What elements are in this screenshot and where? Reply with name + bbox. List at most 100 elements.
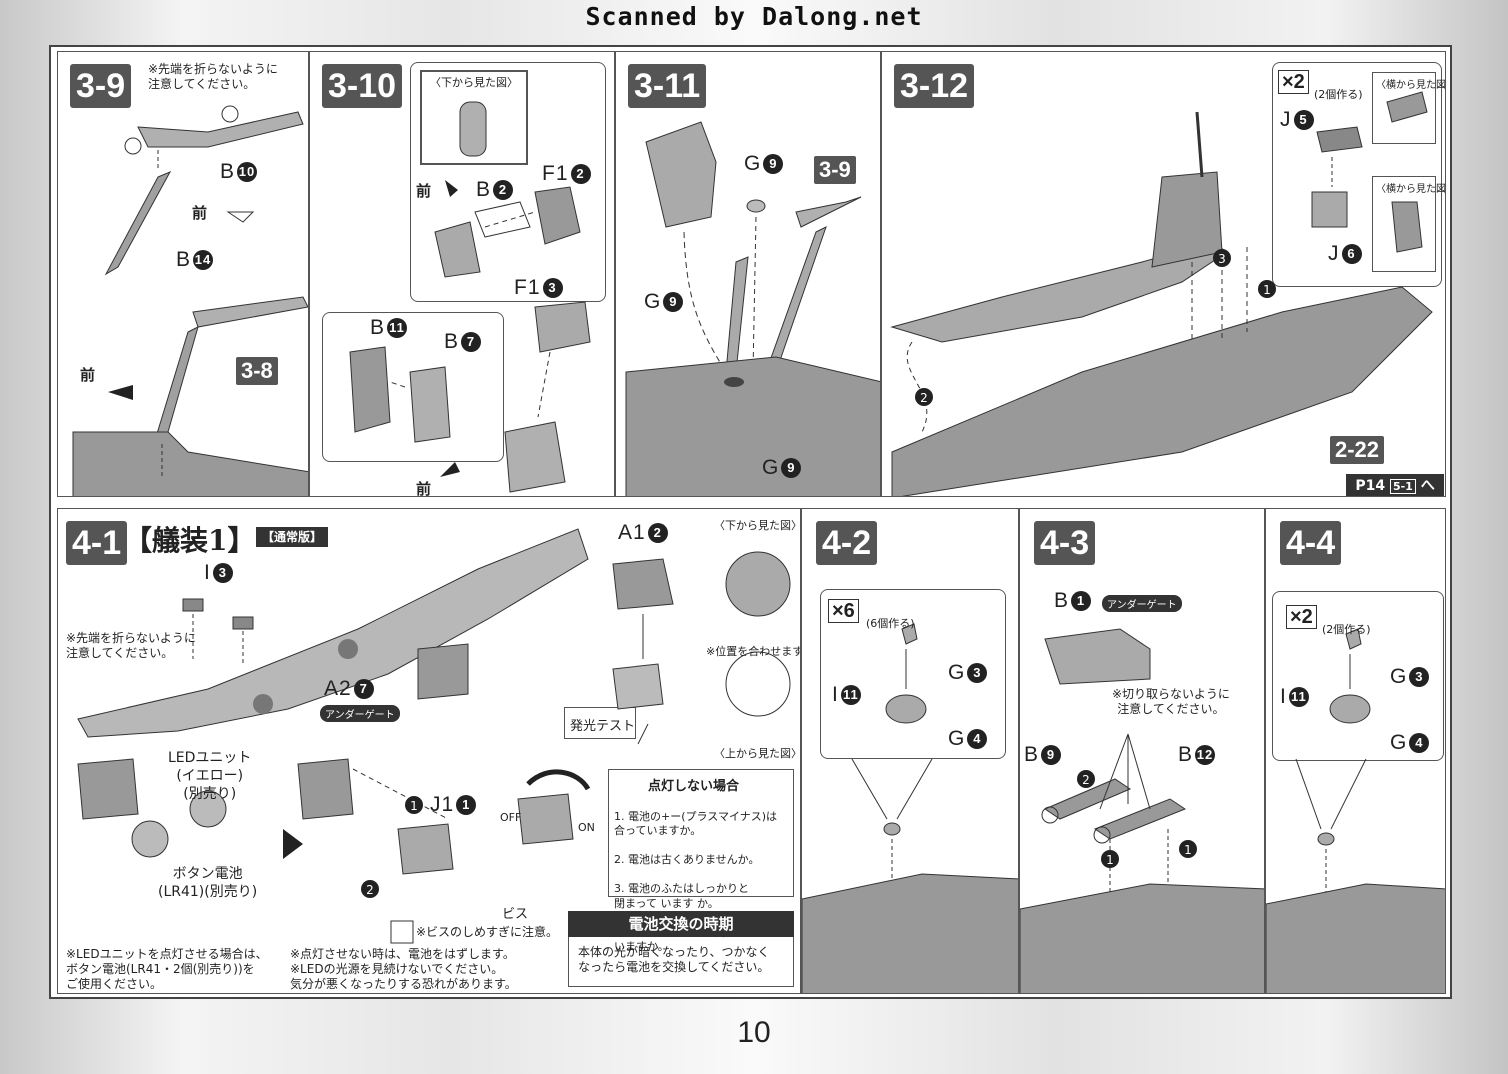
caution-note: ※切り取らないように 注意してください。 (1112, 687, 1230, 716)
quantity-badge: ×6 (828, 599, 859, 623)
front-label: 前 (192, 205, 208, 222)
page-number: 10 (737, 1016, 771, 1049)
svg-text:1: 1 (410, 799, 418, 813)
step-4-4-illustration (1266, 628, 1445, 993)
step-4-3-illustration: 2 1 1 (1020, 628, 1264, 993)
troubleshoot-item: 2. 電池は古くありませんか。 (614, 853, 760, 866)
svg-text:1: 1 (1263, 283, 1271, 297)
watermark-text: Scanned by Dalong.net (585, 2, 923, 31)
step-reference: 3-8 (236, 357, 278, 385)
front-label-2: 前 (416, 481, 432, 497)
step-number: 4-2 (816, 521, 878, 565)
step-number: 3-11 (628, 64, 707, 108)
svg-text:1: 1 (1106, 853, 1114, 867)
front-label: 前 (416, 183, 432, 200)
quantity-note: (6個作る) (866, 617, 915, 630)
troubleshoot-list: 1. 電池の+ー(プラスマイナス)は 合っていますか。 2. 電池は古くありませ… (614, 795, 777, 969)
bottom-view-caption: 〈下から見た図〉 (430, 76, 518, 89)
step-3-12-panel: 3 1 2 3-12 ×2 (2個作る) 〈横から見た図〉 〈横から見た図〉 J… (881, 51, 1446, 497)
on-label: ON (578, 821, 595, 834)
step-3-10-illustration (349, 101, 591, 493)
side-view-caption: 〈横から見た図〉 (1376, 80, 1446, 91)
under-gate-tag: アンダーゲート (1102, 595, 1182, 612)
svg-text:2: 2 (366, 883, 374, 897)
led-unit-label: LEDユニット (イエロー) (別売り) (168, 750, 252, 802)
troubleshoot-item: 1. 電池の+ー(プラスマイナス)は 合っていますか。 (614, 809, 778, 838)
step-reference: 3-9 (814, 156, 856, 184)
step-3-9-illustration (72, 105, 308, 496)
troubleshoot-title: 点灯しない場合 (648, 779, 740, 794)
step-number: 3-9 (70, 64, 132, 108)
quantity-note: (2個作る) (1322, 623, 1371, 636)
light-test-label: 発光テスト (570, 719, 636, 734)
caution-note: ※先端を折らないように 注意してください。 (148, 62, 278, 91)
step-reference: 2-22 (1330, 436, 1385, 464)
step-number: 4-4 (1280, 521, 1342, 565)
step-4-2-illustration (802, 623, 1018, 993)
svg-text:3: 3 (1218, 252, 1226, 266)
screw-note: ※ビスのしめすぎに注意。 (416, 925, 559, 939)
caution-note: ※先端を折らないように 注意してください。 (66, 631, 196, 660)
align-note: ※位置を合わせます。 (706, 645, 800, 658)
led-note: ※LEDユニットを点灯させる場合は、 ボタン電池(LR41・2個(別売り))を … (66, 947, 268, 991)
step-number: 4-1 (66, 521, 128, 565)
screw-label: ビス (502, 907, 529, 922)
top-view-caption: 〈上から見た図〉 (714, 747, 801, 760)
svg-text:2: 2 (1082, 773, 1090, 787)
battery-label: ボタン電池 (LR41)(別売り) (158, 866, 258, 900)
svg-text:2: 2 (920, 391, 928, 405)
troubleshoot-box (608, 769, 794, 897)
front-label-2: 前 (80, 367, 96, 384)
under-gate-tag: アンダーゲート (320, 705, 400, 722)
step-3-11-illustration (625, 121, 880, 496)
battery-change-title: 電池交換の時期 (568, 911, 794, 937)
step-4-1-panel: 1 2 4-1 【艤装1】 【通常版】 ※先端を折らないように 注意してください… (57, 508, 801, 994)
svg-text:1: 1 (1184, 843, 1192, 857)
edition-badge: 【通常版】 (256, 527, 328, 547)
light-test-box (564, 707, 636, 739)
quantity-badge: ×2 (1278, 70, 1309, 94)
section-heading: 【艤装1】 (124, 524, 256, 557)
quantity-note: (2個作る) (1314, 88, 1363, 101)
off-label: OFF (500, 811, 522, 824)
step-number: 4-3 (1034, 521, 1096, 565)
battery-change-text: 本体の光が暗くなったり、つかなく なったら電池を交換してください。 (578, 945, 770, 974)
quantity-badge: ×2 (1286, 605, 1317, 629)
step-3-12-illustration: 3 1 2 (890, 91, 1433, 496)
step-number: 3-12 (894, 64, 975, 108)
page-reference: P14 5-1 へ (1346, 474, 1444, 496)
off-note: ※点灯させない時は、電池をはずします。 ※LEDの光源を見続けないでください。 … (290, 947, 517, 991)
side-view-caption-2: 〈横から見た図〉 (1376, 184, 1446, 195)
